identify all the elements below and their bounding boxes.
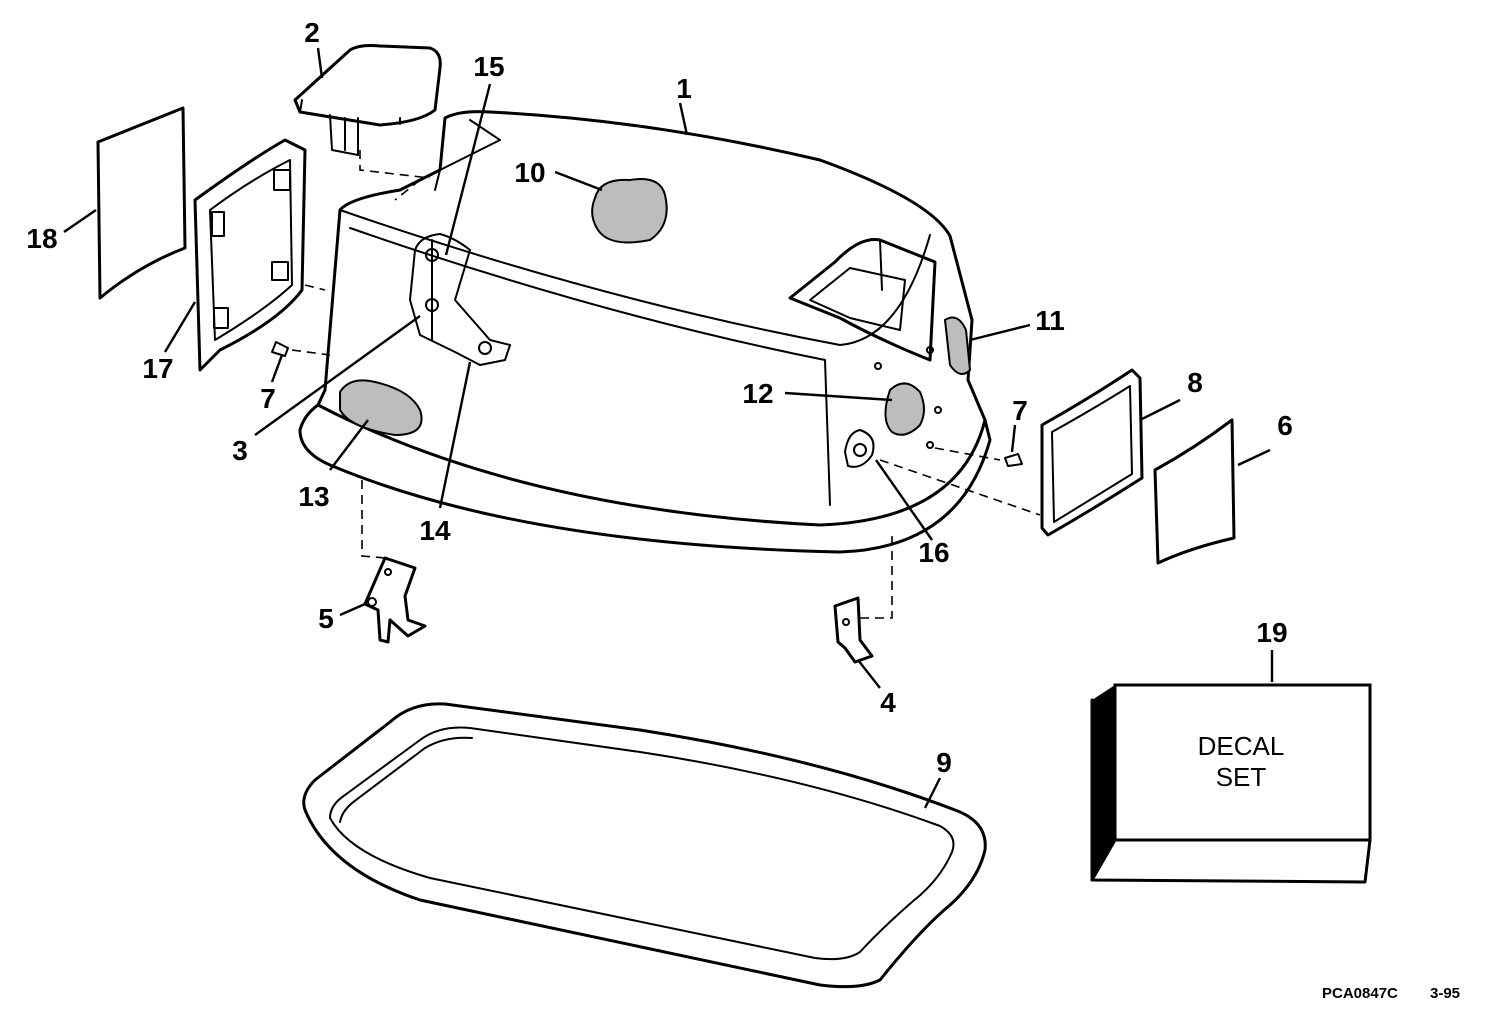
screw-right-part: [1004, 453, 1023, 467]
seal-patch-12: [884, 382, 925, 436]
seal-patch-11: [943, 316, 972, 375]
callout-9: 9: [936, 747, 952, 778]
leader-lines: [63, 47, 1274, 809]
callout-14: 14: [419, 515, 451, 546]
seal-patch-10: [591, 178, 668, 244]
bottom-seal-part: [302, 702, 987, 989]
revision-date: 3-95: [1430, 985, 1460, 1002]
callout-8: 8: [1187, 367, 1203, 398]
callout-17: 17: [142, 353, 173, 384]
side-cover-frame-part: [1040, 368, 1144, 537]
top-cap-part: [293, 44, 442, 156]
callout-7-left: 7: [260, 383, 276, 414]
part-code: PCA0847C: [1322, 985, 1398, 1002]
callout-19: 19: [1256, 617, 1287, 648]
decal-box-line2: SET: [1216, 762, 1267, 792]
engine-cover: [298, 110, 992, 554]
screw-left-part: [271, 341, 331, 357]
decal-box-line1: DECAL: [1198, 731, 1285, 761]
callout-18: 18: [26, 223, 57, 254]
callout-1: 1: [676, 73, 692, 104]
callout-10: 10: [514, 157, 545, 188]
callout-15: 15: [473, 51, 504, 82]
bracket-left-part: [363, 556, 427, 644]
rear-decal-part: [96, 106, 187, 300]
callout-13: 13: [298, 481, 329, 512]
rear-cover-frame-part: [193, 138, 307, 372]
callout-2: 2: [304, 17, 320, 48]
bracket-right-part: [833, 596, 874, 664]
callout-6: 6: [1277, 410, 1293, 441]
callout-3: 3: [232, 435, 248, 466]
callout-labels: 1 2 3 4 5 6 7 7 8 9 10 11 12 13 14 15 16…: [26, 17, 1292, 778]
callout-7-right: 7: [1012, 395, 1028, 426]
callout-16: 16: [918, 537, 949, 568]
callout-4: 4: [880, 687, 896, 718]
callout-11: 11: [1035, 305, 1065, 336]
side-decal-part: [1153, 418, 1236, 565]
seal-patch-13: [339, 379, 423, 437]
callout-12: 12: [742, 378, 773, 409]
decal-set-box: DECAL SET: [1090, 683, 1372, 884]
callout-5: 5: [318, 603, 334, 634]
